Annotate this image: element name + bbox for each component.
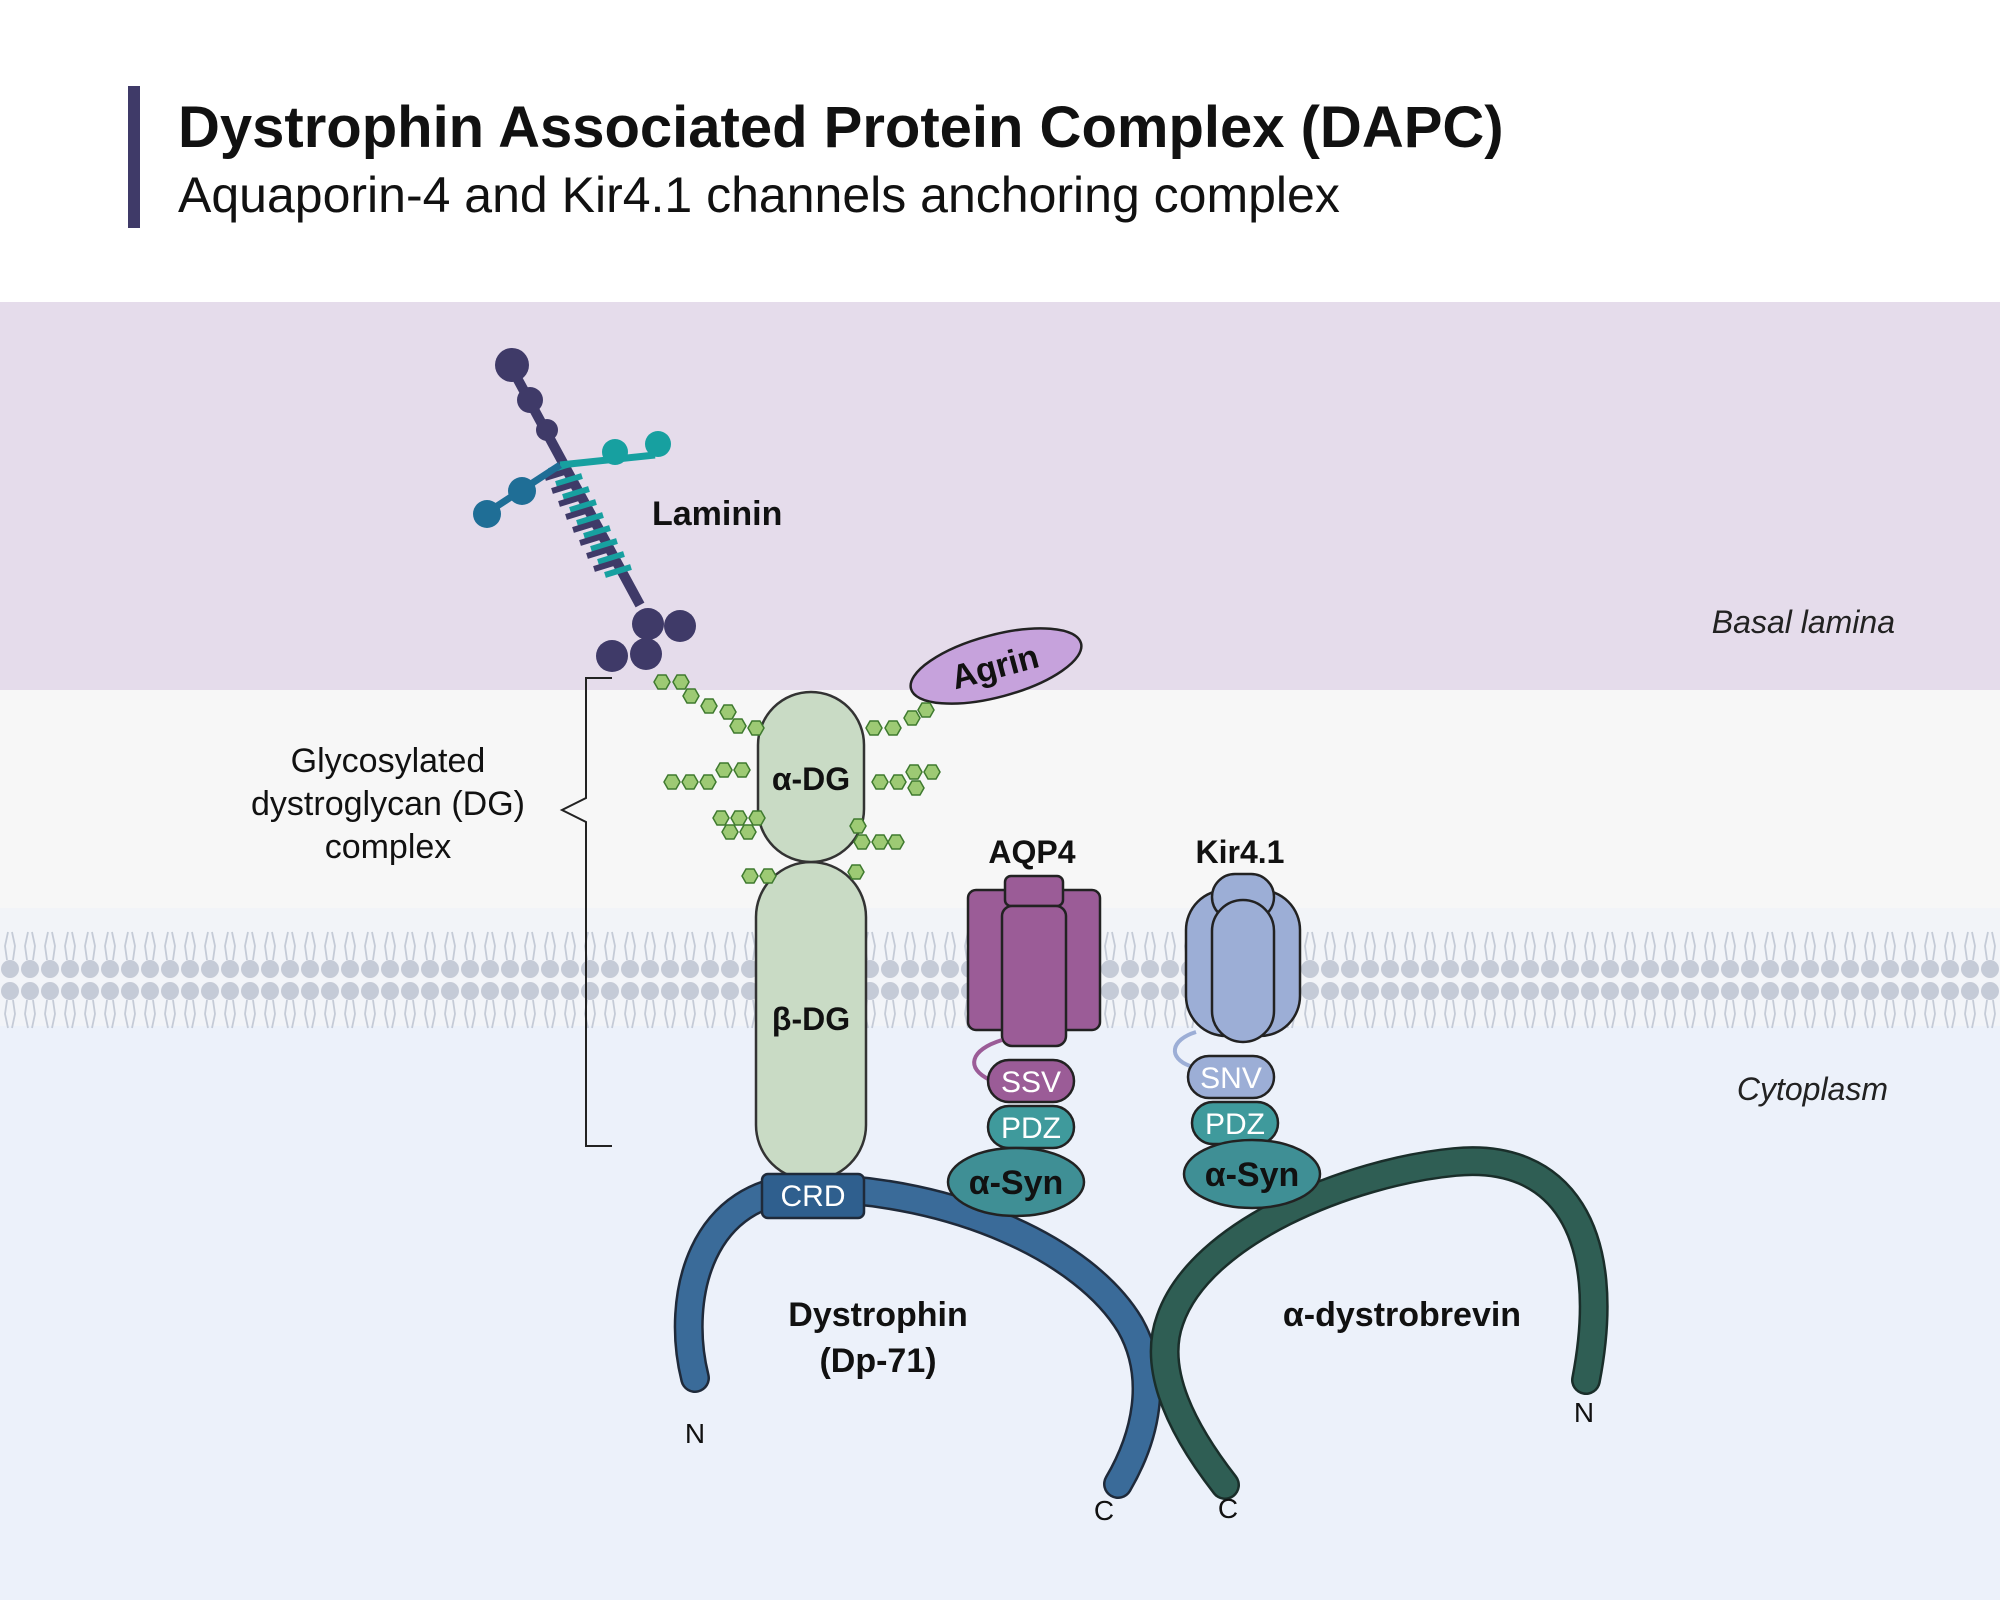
- snv-motif: [1186, 1054, 1276, 1100]
- dg-complex-bracket: [559, 677, 612, 1147]
- alpha-syntrophin-label-1: α-Syn: [969, 1164, 1064, 1202]
- dg-complex-label-1: Glycosylated: [291, 742, 486, 780]
- alpha-syntrophin-2: [1182, 1138, 1322, 1210]
- header-accent-bar: [128, 86, 140, 228]
- ssv-label: SSV: [1001, 1066, 1061, 1099]
- laminin: [473, 348, 696, 672]
- page-subtitle: Aquaporin-4 and Kir4.1 channels anchorin…: [178, 167, 1340, 223]
- extracellular-region: [0, 690, 2000, 912]
- laminin-label: Laminin: [652, 495, 782, 533]
- dystrophin-n-terminus: N: [685, 1418, 705, 1449]
- crd-label: CRD: [781, 1180, 846, 1213]
- alpha-syntrophin-1: [946, 1146, 1086, 1218]
- ssv-motif: [986, 1058, 1076, 1104]
- kir41-label: Kir4.1: [1196, 834, 1285, 870]
- snv-label: SNV: [1200, 1062, 1262, 1095]
- dystrophin-label-2: (Dp-71): [819, 1342, 936, 1380]
- dystrophin-c-terminus: C: [1094, 1495, 1114, 1526]
- dg-complex-label-3: complex: [325, 828, 452, 866]
- dystrobrevin-label: α-dystrobrevin: [1283, 1296, 1521, 1334]
- cytoplasm-label: Cytoplasm: [1737, 1071, 1888, 1107]
- dystrobrevin-n-terminus: N: [1574, 1397, 1594, 1428]
- dystrobrevin-c-terminus: C: [1218, 1493, 1238, 1524]
- aqp4-label: AQP4: [988, 834, 1075, 870]
- page-title: Dystrophin Associated Protein Complex (D…: [178, 95, 1504, 160]
- kir41-channel: [1172, 872, 1302, 1068]
- basal-lamina-label: Basal lamina: [1712, 604, 1895, 640]
- crd-domain: [760, 1172, 866, 1220]
- dg-complex-label-2: dystroglycan (DG): [251, 785, 525, 823]
- pdz-label-1: PDZ: [1001, 1112, 1061, 1145]
- alpha-dg-label: α-DG: [772, 761, 850, 797]
- alpha-dg: [756, 690, 866, 864]
- aqp4-channel: [966, 874, 1102, 1082]
- alpha-syntrophin-label-2: α-Syn: [1205, 1156, 1300, 1194]
- beta-dg-label: β-DG: [772, 1001, 850, 1037]
- basal-lamina-region: [0, 302, 2000, 690]
- pdz-label-2: PDZ: [1205, 1108, 1265, 1141]
- agrin: [909, 627, 1083, 705]
- dystrophin-label-1: Dystrophin: [788, 1296, 967, 1334]
